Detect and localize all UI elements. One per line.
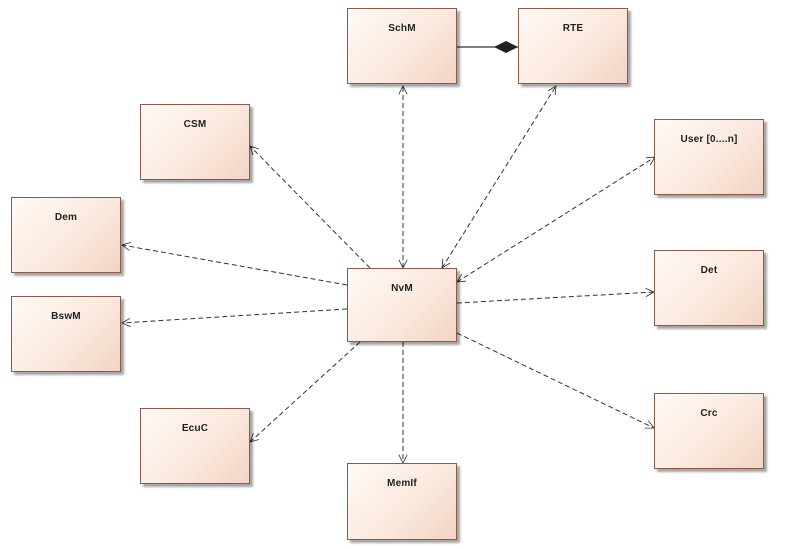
connector-nvm-dem (122, 245, 348, 286)
node-bswm[interactable]: BswM (11, 296, 121, 372)
node-label-dem: Dem (54, 212, 78, 223)
connector-nvm-csm (250, 146, 371, 269)
composition-diamond-icon (494, 41, 518, 53)
node-rte[interactable]: RTE (518, 8, 628, 84)
node-nvm[interactable]: NvM (347, 268, 457, 342)
connector-nvm-det (456, 292, 654, 304)
node-label-nvm: NvM (391, 283, 413, 294)
connector-nvm-user (457, 157, 655, 282)
node-dem[interactable]: Dem (11, 197, 121, 273)
node-label-crc: Crc (700, 408, 718, 419)
node-memif[interactable]: MemIf (347, 463, 457, 540)
node-label-rte: RTE (562, 23, 584, 34)
connector-nvm-rte (442, 86, 556, 268)
node-label-user: User [0....n] (680, 134, 738, 145)
node-label-memif: MemIf (387, 478, 417, 489)
node-label-bswm: BswM (51, 311, 81, 322)
node-crc[interactable]: Crc (654, 393, 764, 469)
node-user[interactable]: User [0....n] (654, 119, 764, 195)
node-ecuc[interactable]: EcuC (140, 408, 250, 484)
connector-nvm-bswm (122, 308, 348, 323)
connector-nvm-ecuc (250, 341, 361, 442)
node-label-csm: CSM (183, 119, 207, 130)
node-label-schm: SchM (388, 23, 416, 34)
connector-nvm-crc (456, 332, 654, 428)
node-label-ecuc: EcuC (181, 423, 209, 434)
node-label-det: Det (700, 265, 718, 276)
node-csm[interactable]: CSM (140, 104, 250, 180)
node-det[interactable]: Det (654, 250, 764, 326)
node-schm[interactable]: SchM (347, 8, 457, 84)
